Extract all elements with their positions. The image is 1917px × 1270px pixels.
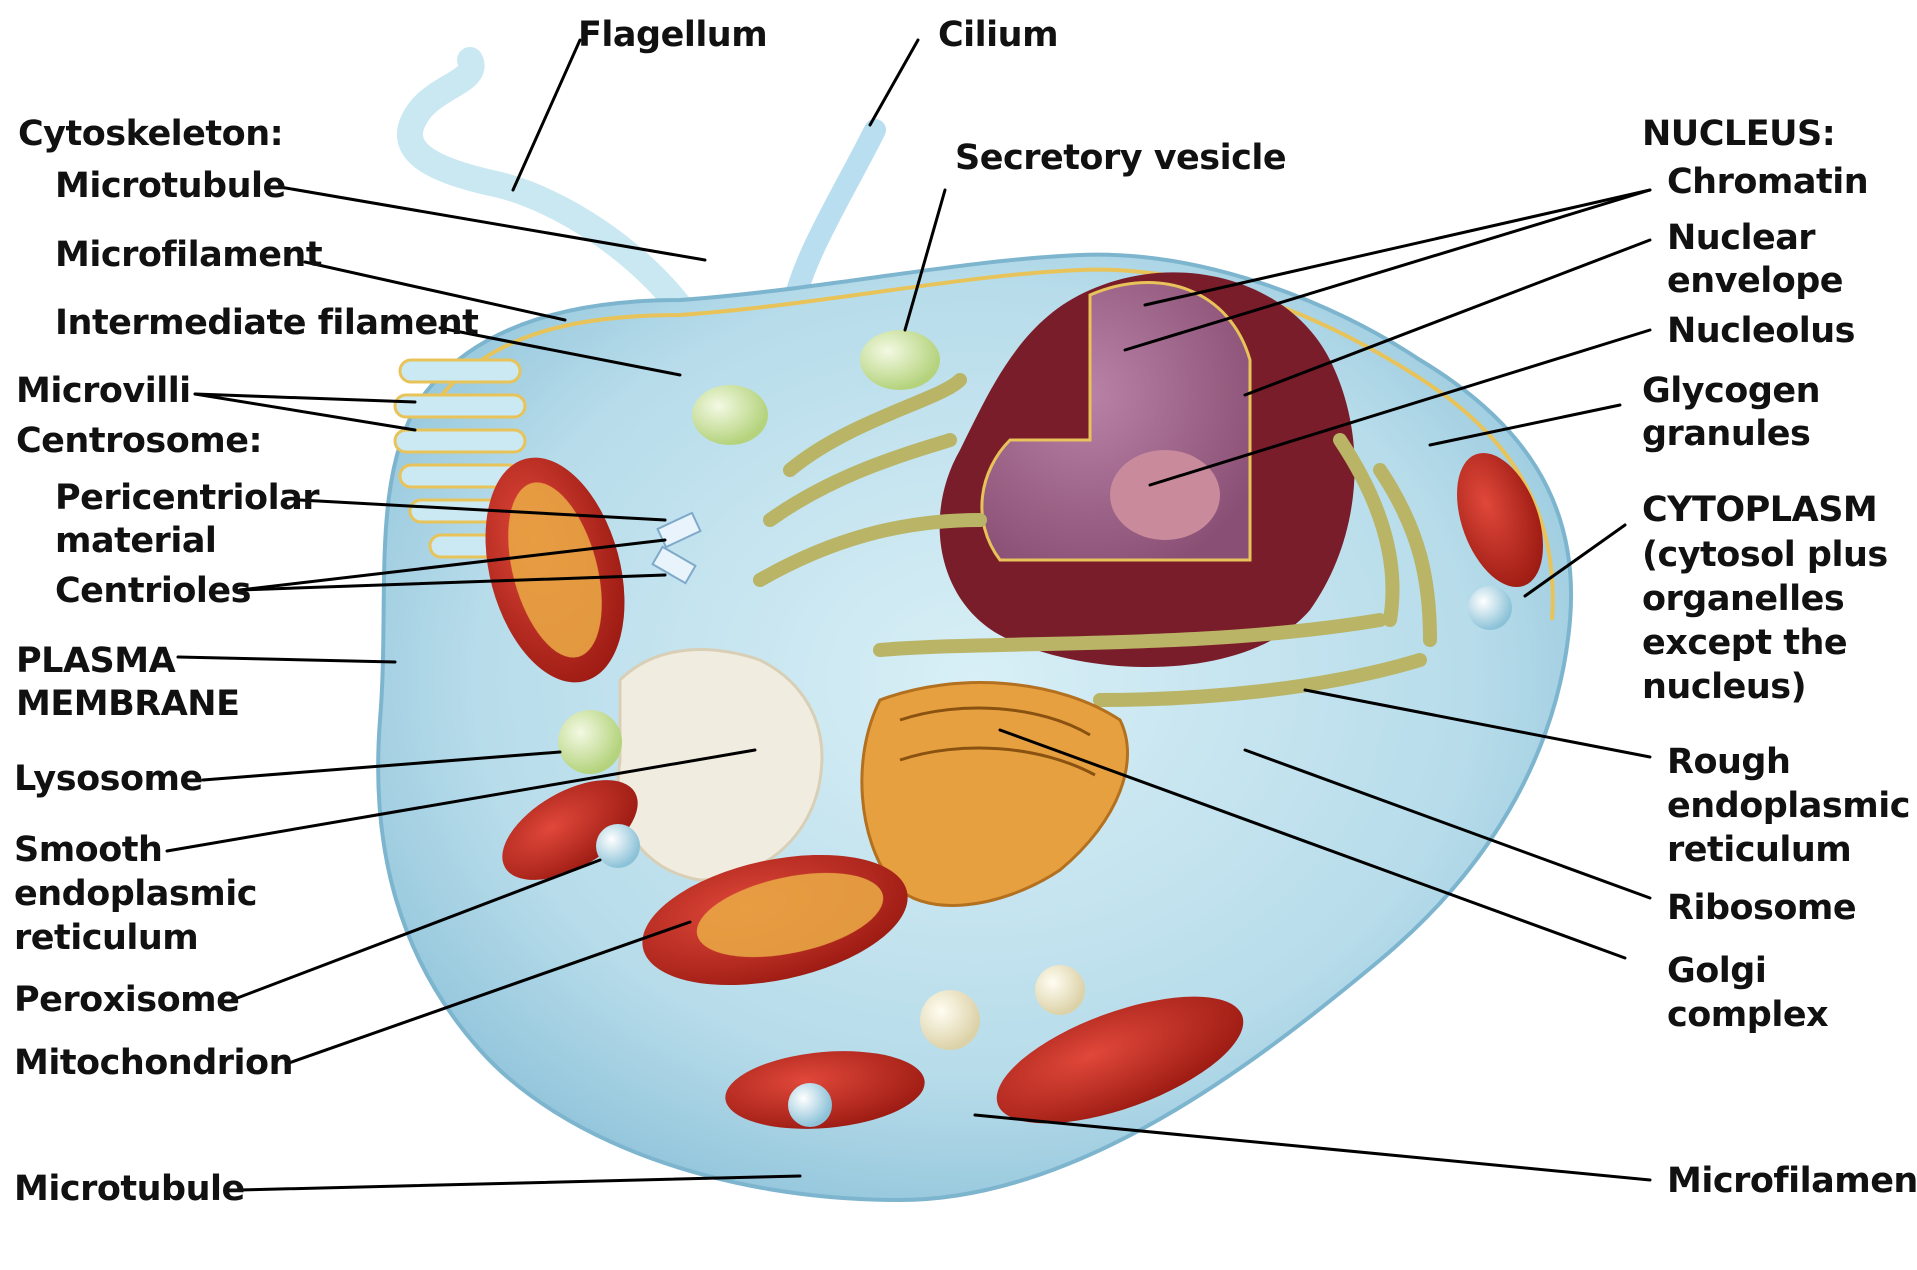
cream-vesicle-shape-2 bbox=[1035, 965, 1085, 1015]
label-golgi-1: Golgi bbox=[1667, 950, 1766, 993]
label-cytoplasm-5: nucleus) bbox=[1642, 666, 1806, 709]
vesicle-shape bbox=[692, 385, 768, 445]
label-cytoskeleton: Cytoskeleton: bbox=[18, 113, 283, 156]
label-nuclear-envelope-2: envelope bbox=[1667, 260, 1843, 303]
label-microvilli: Microvilli bbox=[16, 370, 191, 413]
label-centrioles: Centrioles bbox=[55, 570, 251, 613]
label-ribosome: Ribosome bbox=[1667, 887, 1856, 930]
label-glycogen-1: Glycogen bbox=[1642, 370, 1820, 413]
label-rough-er-1: Rough bbox=[1667, 741, 1790, 784]
label-microtubule-top: Microtubule bbox=[55, 165, 286, 208]
label-smooth-er-1: Smooth bbox=[14, 829, 162, 872]
label-cytoplasm-1: CYTOPLASM bbox=[1642, 489, 1877, 532]
label-chromatin: Chromatin bbox=[1667, 161, 1868, 204]
label-microfilament-top: Microfilament bbox=[55, 234, 322, 277]
flagellum-shape bbox=[410, 60, 690, 320]
label-nucleolus: Nucleolus bbox=[1667, 310, 1855, 353]
label-peroxisome: Peroxisome bbox=[14, 979, 239, 1022]
label-rough-er-2: endoplasmic bbox=[1667, 785, 1910, 828]
label-smooth-er-2: endoplasmic bbox=[14, 873, 257, 916]
label-cytoplasm-2: (cytosol plus bbox=[1642, 534, 1888, 577]
label-centrosome: Centrosome: bbox=[16, 420, 262, 463]
label-rough-er-3: reticulum bbox=[1667, 829, 1851, 872]
label-mitochondrion: Mitochondrion bbox=[14, 1042, 293, 1085]
label-pericentriolar-1: Pericentriolar bbox=[55, 477, 319, 520]
label-cytoplasm-4: except the bbox=[1642, 622, 1847, 665]
cream-vesicle-shape bbox=[920, 990, 980, 1050]
peroxisome-shape-3 bbox=[1468, 586, 1512, 630]
label-nuclear-envelope-1: Nuclear bbox=[1667, 217, 1815, 260]
label-cilium: Cilium bbox=[938, 14, 1058, 57]
label-microfilament-bottom: Microfilament bbox=[1667, 1160, 1917, 1203]
nucleolus-shape bbox=[1110, 450, 1220, 540]
lysosome-shape bbox=[558, 710, 622, 774]
label-microtubule-bottom: Microtubule bbox=[14, 1168, 245, 1211]
label-plasma-membrane-1: PLASMA bbox=[16, 640, 175, 683]
label-pericentriolar-2: material bbox=[55, 520, 216, 563]
label-secretory-vesicle: Secretory vesicle bbox=[955, 137, 1286, 180]
label-cytoplasm-3: organelles bbox=[1642, 578, 1844, 621]
label-intermediate-filament: Intermediate filament bbox=[55, 302, 478, 345]
label-golgi-2: complex bbox=[1667, 994, 1828, 1037]
label-plasma-membrane-2: MEMBRANE bbox=[16, 683, 239, 726]
peroxisome-shape bbox=[596, 824, 640, 868]
secretory-vesicle-shape bbox=[860, 330, 940, 390]
label-glycogen-2: granules bbox=[1642, 413, 1810, 456]
peroxisome-shape-2 bbox=[788, 1083, 832, 1127]
label-flagellum: Flagellum bbox=[578, 14, 767, 57]
label-lysosome: Lysosome bbox=[14, 758, 203, 801]
label-smooth-er-3: reticulum bbox=[14, 917, 198, 960]
label-nucleus: NUCLEUS: bbox=[1642, 113, 1835, 156]
